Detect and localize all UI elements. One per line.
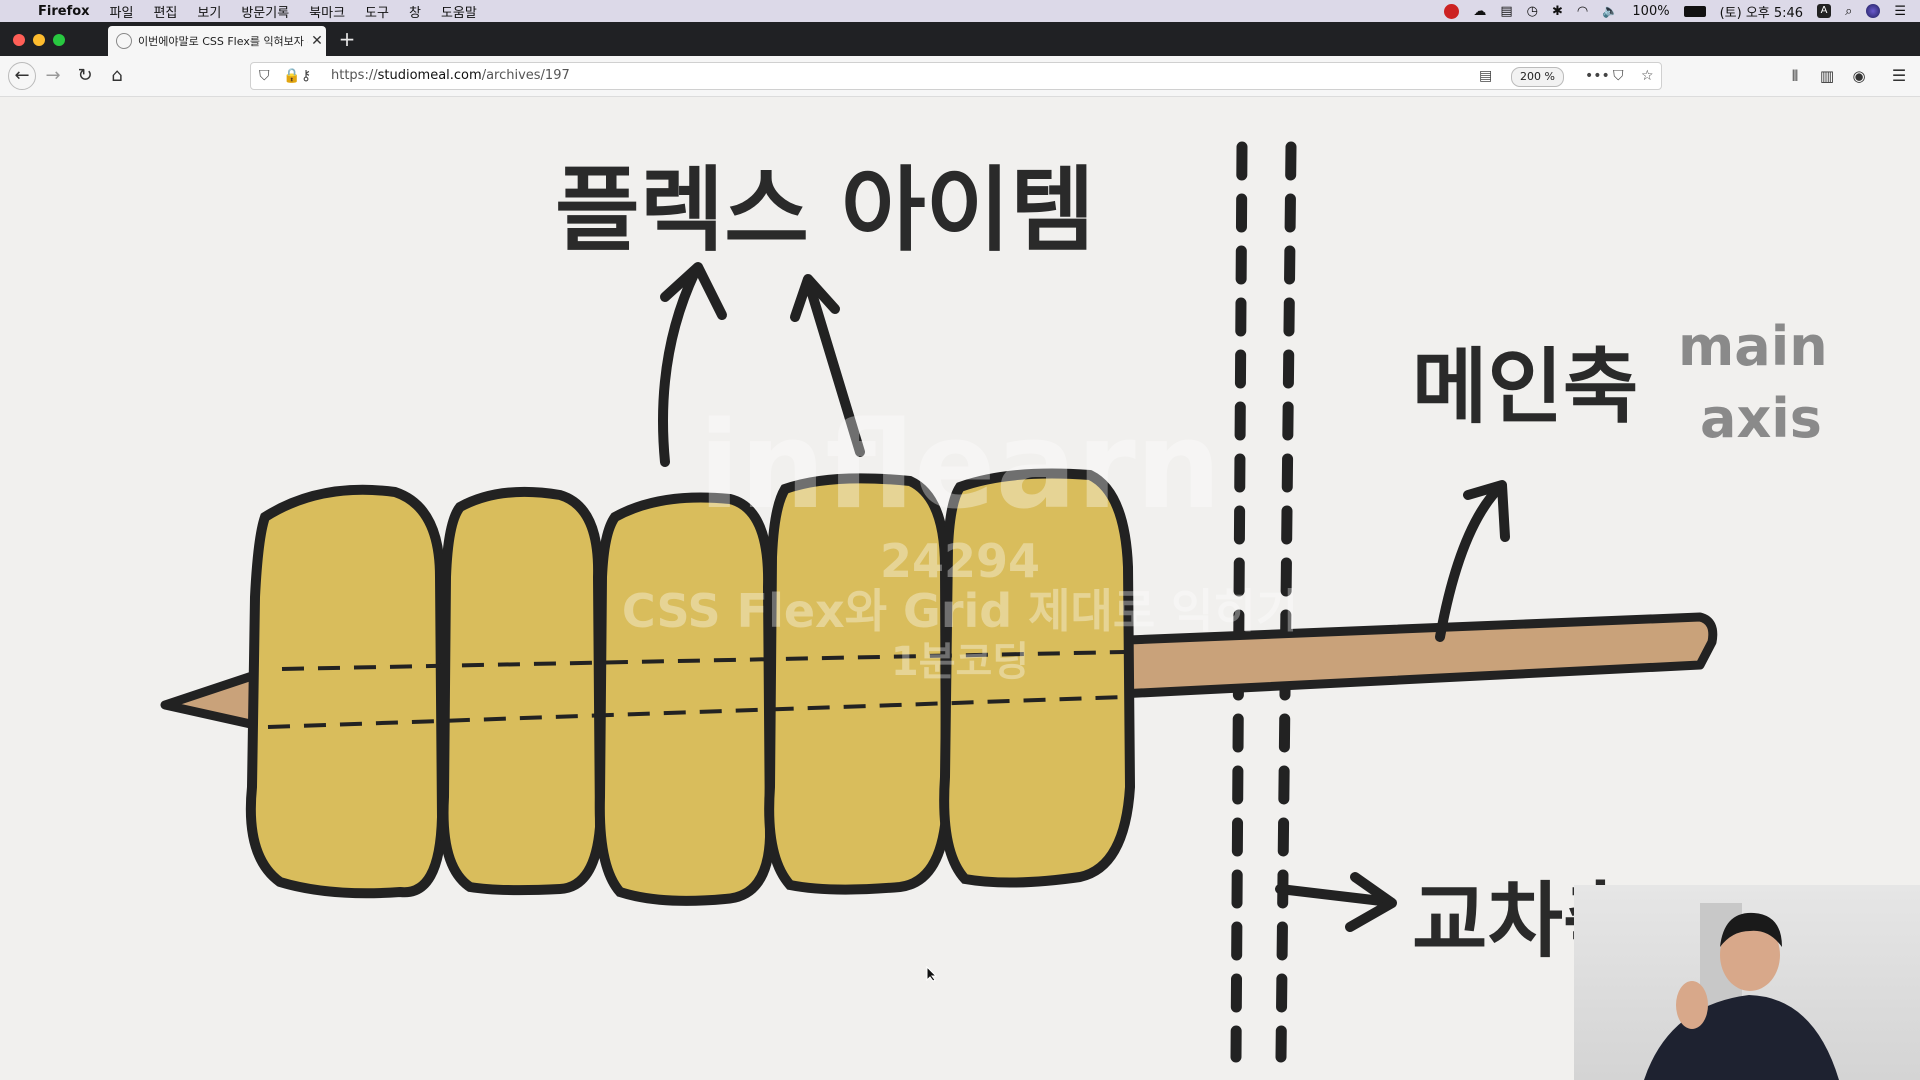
menu-bookmarks[interactable]: 북마크 [309, 5, 346, 21]
arrow-head [1345, 872, 1397, 932]
url-text[interactable]: https://studiomeal.com/archives/197 [331, 68, 570, 83]
bookmark-star-icon[interactable]: ☆ [1641, 68, 1654, 84]
pocket-icon[interactable]: ⛉ [1613, 68, 1624, 84]
macos-menu-bar: Firefox 파일 편집 보기 방문기록 북마크 도구 창 도움말 ☁ ▤ ◷… [0, 0, 1920, 22]
menu-edit[interactable]: 편집 [153, 5, 178, 21]
menu-history[interactable]: 방문기록 [241, 5, 290, 21]
menu-help[interactable]: 도움말 [440, 5, 477, 21]
arrow-head [1463, 480, 1510, 542]
input-source-indicator[interactable]: A [1817, 4, 1832, 18]
cross-axis-guide-line [1230, 141, 1248, 1063]
arrow-to-flex-item-label [805, 282, 865, 457]
flex-item [594, 492, 776, 906]
key-icon[interactable]: ⚷ [301, 68, 312, 84]
record-status-icon[interactable] [1444, 3, 1460, 19]
arrow-to-main-axis-label [1435, 482, 1505, 642]
instructor-head [1720, 919, 1780, 991]
battery-icon[interactable] [1683, 5, 1706, 17]
flex-item-label: 플렉스 아이템 [555, 157, 1095, 264]
tab-close-icon[interactable]: ✕ [311, 33, 323, 49]
menu-app-firefox[interactable]: Firefox [38, 3, 90, 19]
volume-icon[interactable]: 🔈 [1602, 3, 1619, 19]
time-machine-icon[interactable]: ◷ [1526, 3, 1538, 19]
window-zoom-button[interactable] [53, 34, 65, 46]
watermark-id: 24294 [880, 534, 1040, 588]
watermark-brand: inflearn [699, 397, 1221, 536]
cross-axis-guide-line [1275, 141, 1297, 1063]
page-actions-menu-icon[interactable]: ••• [1585, 68, 1610, 84]
tab-active[interactable]: 이번에야말로 CSS Flex를 익혀보자 - ✕ [108, 26, 326, 56]
arrow-head [790, 274, 840, 322]
zoom-level-indicator[interactable]: 200 % [1511, 67, 1564, 87]
menu-view[interactable]: 보기 [197, 5, 222, 21]
mouse-cursor-icon [926, 966, 938, 982]
flex-item [245, 484, 448, 899]
instructor-webcam-overlay [1574, 885, 1920, 1080]
notification-center-icon[interactable]: ☰ [1894, 3, 1906, 19]
bluetooth-icon[interactable]: ✱ [1551, 3, 1563, 19]
reader-view-icon[interactable]: ▤ [1479, 68, 1493, 84]
wifi-icon[interactable]: ◠ [1576, 3, 1589, 19]
flex-item [939, 468, 1136, 888]
menu-window[interactable]: 창 [408, 5, 421, 21]
window-minimize-button[interactable] [33, 34, 45, 46]
watermark-author: 1분코딩 [891, 639, 1029, 685]
back-button[interactable]: ← [8, 62, 36, 90]
cloud-sync-icon[interactable]: ☁ [1473, 3, 1487, 19]
hamburger-menu-icon[interactable]: ☰ [1891, 66, 1907, 85]
watermark-course: CSS Flex와 Grid 제대로 익히기 [622, 584, 1298, 638]
library-icon[interactable]: ⫴ [1791, 67, 1799, 85]
url-bar[interactable]: ⛉ 🔒 ⚷ https://studiomeal.com/archives/19… [250, 62, 1662, 90]
item-dashed-line [281, 650, 1126, 671]
window-close-button[interactable] [13, 34, 25, 46]
site-favicon-icon [116, 33, 132, 49]
main-axis-label-en-axis: axis [1700, 387, 1822, 450]
tab-title: 이번에야말로 CSS Flex를 익혀보자 - [138, 35, 308, 48]
instructor-body [1644, 995, 1839, 1080]
flex-item-illustration: 플렉스 아이템 메인축 main axis 교차축 inflearn 24294… [160, 141, 1828, 1063]
battery-percent[interactable]: 100% [1632, 3, 1670, 19]
arrow-to-flex-item-label [658, 267, 700, 467]
page-content: 플렉스 아이템 메인축 main axis 교차축 inflearn 24294… [0, 97, 1920, 1080]
menu-tools[interactable]: 도구 [365, 5, 389, 21]
lock-icon[interactable]: 🔒 [283, 68, 301, 84]
browser-navigation-bar: ← → ↻ ⌂ ⛉ 🔒 ⚷ https://studiomeal.com/arc… [0, 56, 1920, 97]
sidebar-toggle-icon[interactable]: ▥ [1819, 67, 1835, 85]
main-axis-label-en-main: main [1678, 315, 1828, 378]
tracking-protection-shield-icon[interactable]: ⛉ [259, 68, 270, 84]
siri-icon[interactable] [1866, 4, 1881, 18]
new-tab-button[interactable]: + [338, 27, 356, 51]
browser-tab-bar: 이번에야말로 CSS Flex를 익혀보자 - ✕ + [0, 22, 1920, 56]
app-tray-icon[interactable]: ▤ [1500, 3, 1513, 19]
instructor-video-frame [1644, 903, 1839, 1080]
arrow-head [660, 262, 727, 320]
menubar-clock[interactable]: (토) 오후 5:46 [1719, 5, 1804, 21]
menu-file[interactable]: 파일 [109, 5, 134, 21]
home-button[interactable]: ⌂ [111, 65, 123, 86]
forward-button[interactable]: → [45, 65, 61, 86]
main-axis-label-ko: 메인축 [1412, 340, 1638, 435]
instructor-hair [1720, 912, 1782, 947]
flex-item [764, 473, 952, 895]
spotlight-search-icon[interactable]: ⌕ [1845, 3, 1853, 19]
instructor-hand [1676, 981, 1708, 1029]
account-icon[interactable]: ◉ [1852, 67, 1866, 85]
reload-button[interactable]: ↻ [77, 65, 93, 86]
arrow-to-cross-axis-label [1275, 884, 1395, 907]
flex-item [438, 486, 606, 896]
